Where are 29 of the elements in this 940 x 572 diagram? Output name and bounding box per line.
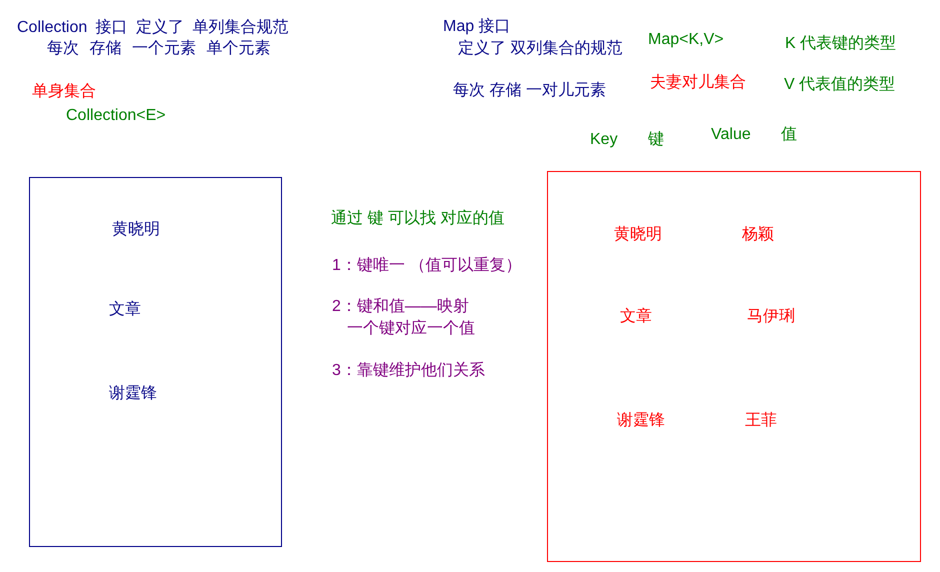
set-nickname: 夫妻对儿集合 (650, 73, 746, 92)
name-text: 谢霆锋 (617, 411, 665, 430)
key-value-note: 通过 键 可以找 对应的值 (331, 209, 504, 228)
name-text: 杨颖 (742, 225, 774, 244)
column-heading: Value 值 (711, 125, 798, 144)
rule-text: 1：键唯一 （值可以重复） (332, 256, 522, 275)
collection-box (29, 177, 282, 547)
type-parameter-note: V 代表值的类型 (784, 75, 896, 94)
name-text: 文章 (620, 307, 652, 326)
interface-description: 每次 存储 一个元素 单个元素 (47, 39, 270, 58)
interface-description: 每次 存储 一对儿元素 (453, 81, 606, 100)
name-text: 文章 (109, 300, 141, 319)
name-text: 马伊琍 (747, 307, 795, 326)
name-text: 黄晓明 (614, 225, 662, 244)
rule-text: 3：靠键维护他们关系 (332, 361, 485, 380)
set-nickname: 单身集合 (32, 82, 96, 101)
rule-text: 一个键对应一个值 (347, 319, 475, 338)
name-text: 王菲 (745, 411, 777, 430)
generic-type-label: Collection<E> (66, 106, 166, 125)
column-heading: Key 键 (590, 130, 664, 149)
name-text: 谢霆锋 (109, 384, 157, 403)
interface-description: 定义了 双列集合的规范 (458, 39, 622, 58)
name-text: 黄晓明 (112, 220, 160, 239)
generic-type-label: Map<K,V> (648, 30, 724, 49)
interface-description: Collection 接口 定义了 单列集合规范 (17, 18, 289, 37)
rule-text: 2：键和值——映射 (332, 297, 469, 316)
type-parameter-note: K 代表键的类型 (785, 34, 896, 53)
map-box (547, 171, 921, 562)
interface-description: Map 接口 (443, 17, 511, 36)
